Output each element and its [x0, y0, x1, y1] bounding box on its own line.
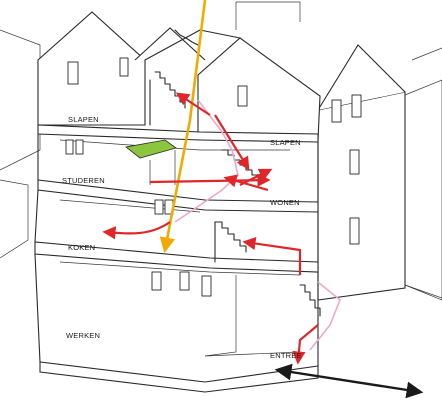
staircases: [149, 29, 321, 317]
sunlight-arrow: [159, 0, 207, 254]
windows: [65, 57, 248, 297]
pink-route-line-lower: [309, 281, 341, 351]
street-axis-arrow: [274, 363, 424, 399]
label-werken: WERKEN: [66, 331, 100, 340]
label-studeren: STUDEREN: [62, 176, 105, 185]
label-slapen-right: SLAPEN: [270, 138, 301, 147]
circulation-arrows: [102, 92, 319, 365]
pink-route-line: [174, 99, 239, 223]
mezzanine-platform: [125, 139, 177, 159]
section-outline: [34, 11, 321, 393]
label-slapen-left: SLAPEN: [68, 115, 99, 124]
label-koken: KOKEN: [68, 243, 95, 252]
side-facade: [317, 44, 406, 301]
label-entree: ENTREE: [270, 351, 302, 360]
label-wonen: WONEN: [270, 198, 300, 207]
